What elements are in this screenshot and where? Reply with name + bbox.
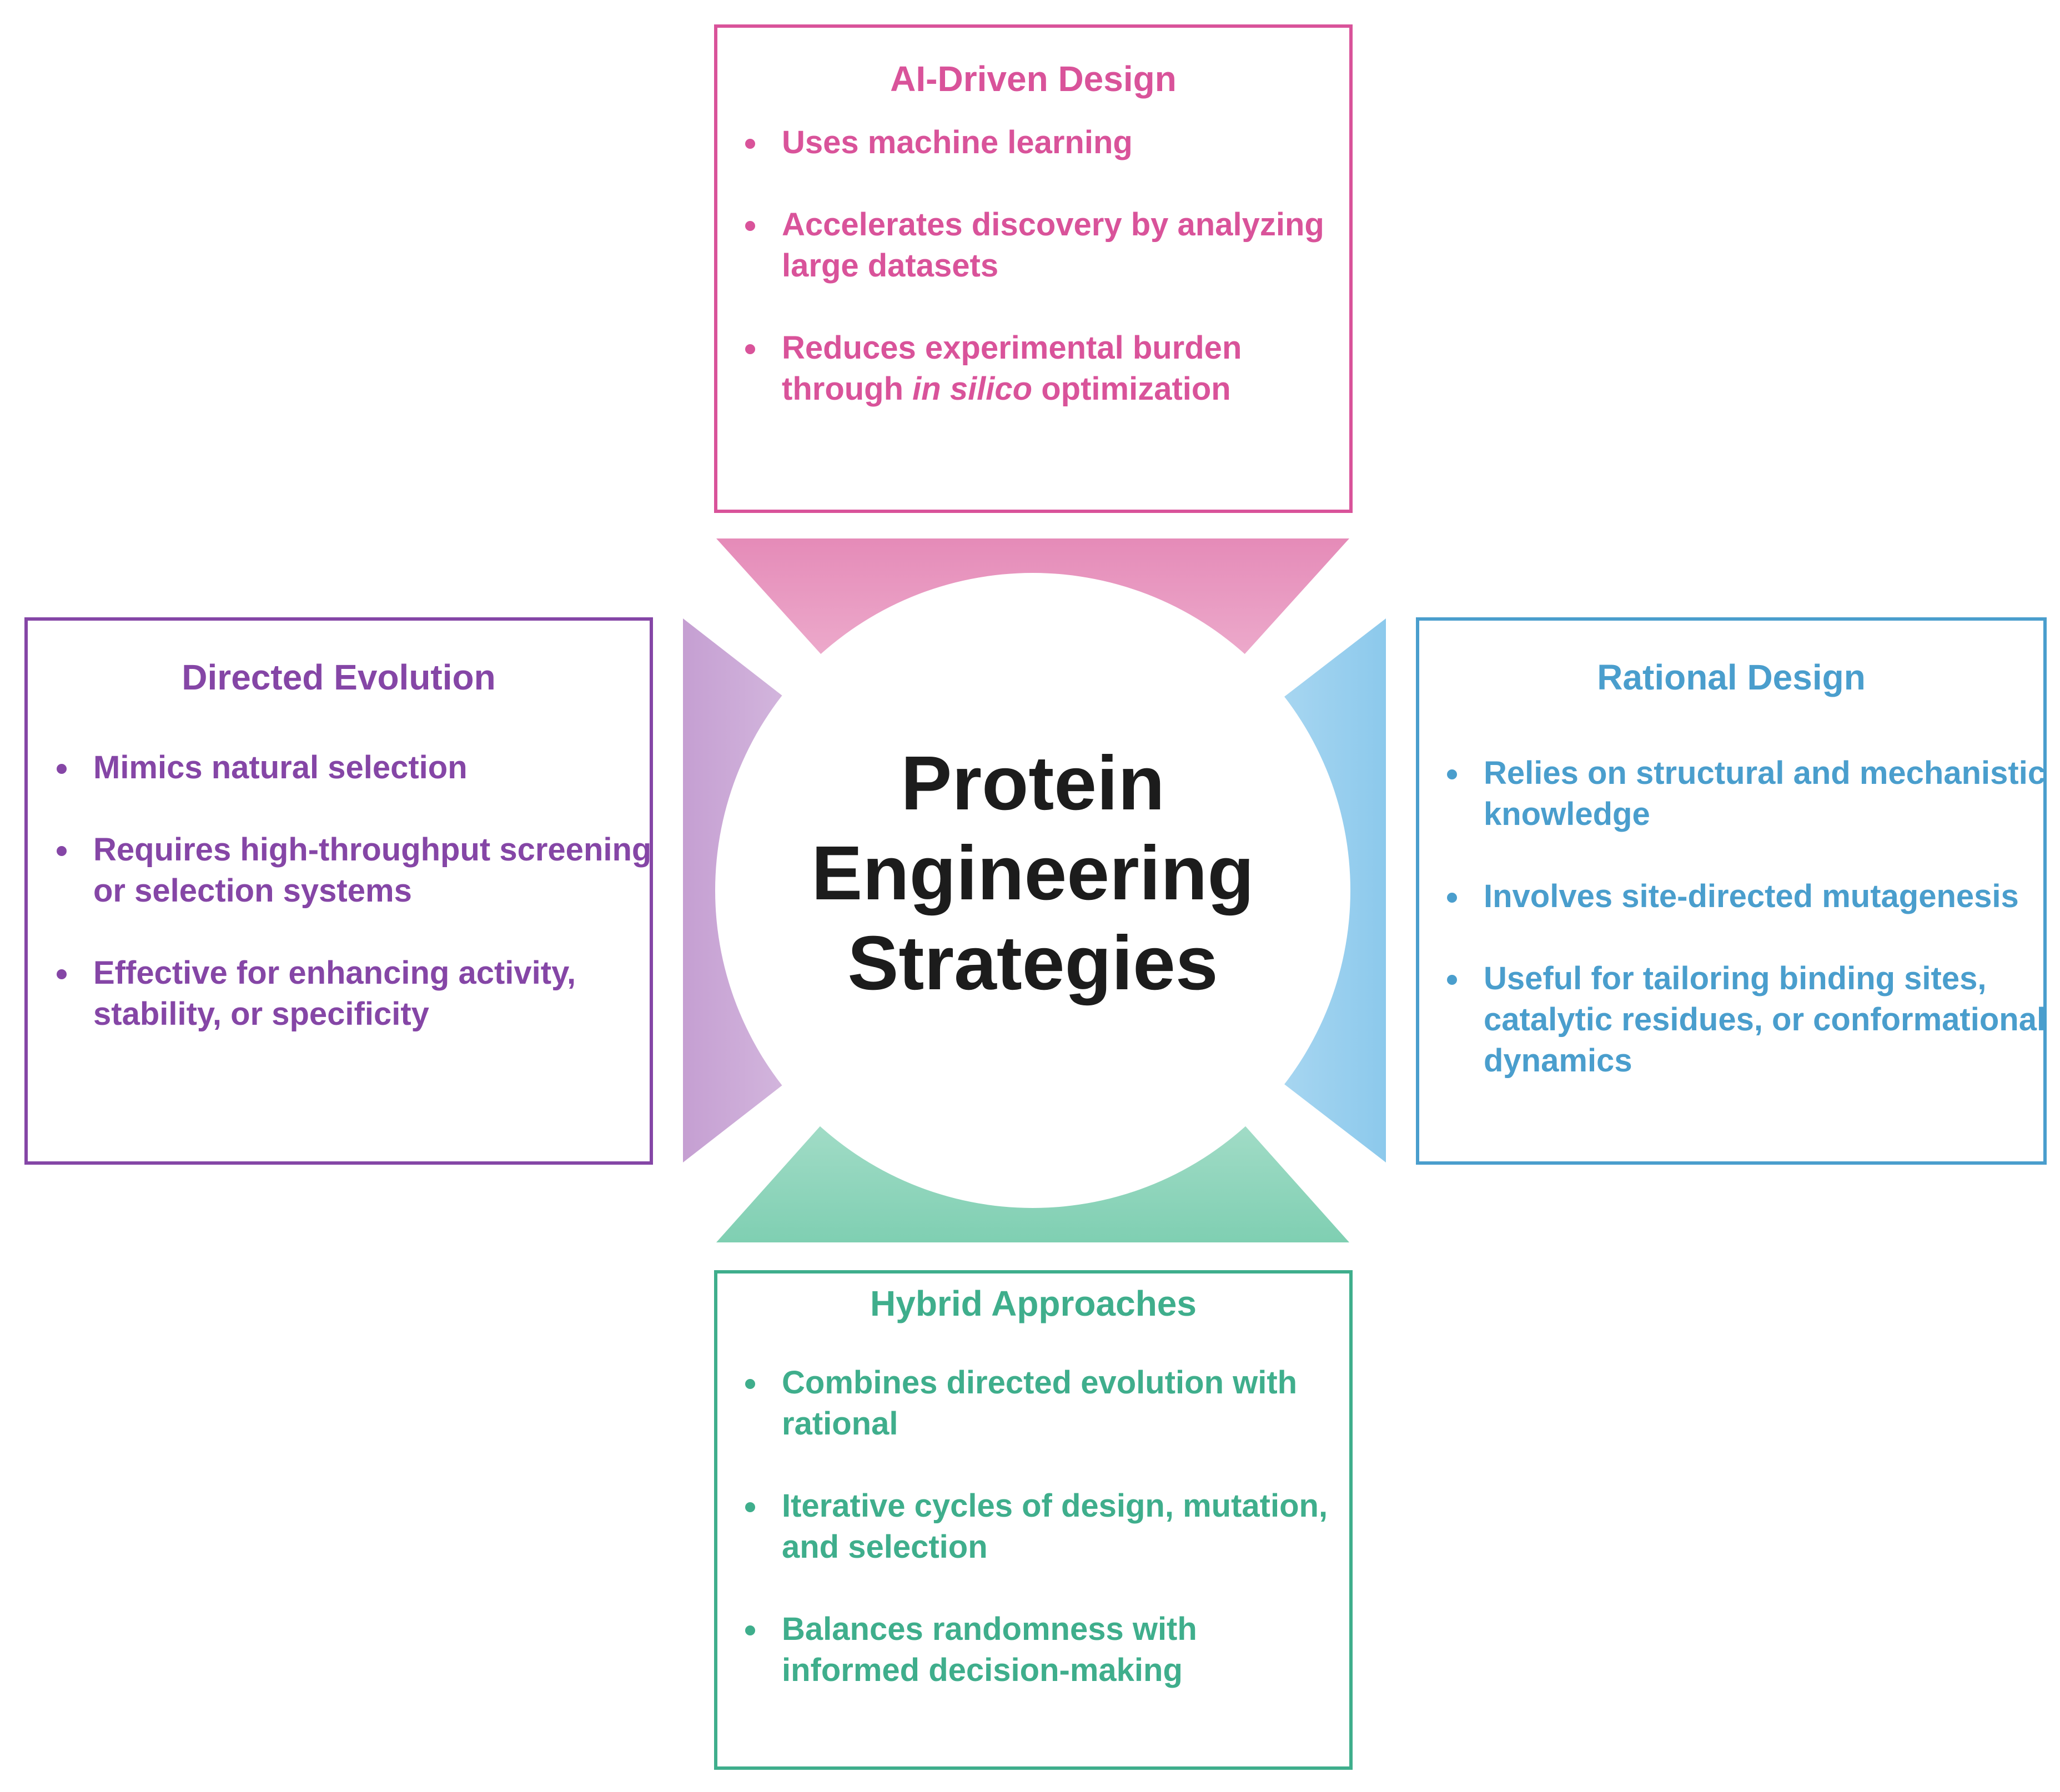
list-item: Uses machine learning [745,122,1334,163]
hybrid-approaches-title: Hybrid Approaches [870,1283,1197,1323]
directed-evolution-box: Directed Evolution Mimics natural select… [24,617,653,1165]
rational-design-list: Relies on structural and mechanistic kno… [1447,753,2047,1122]
center-circle [715,573,1350,1208]
ai-driven-design-list: Uses machine learning Accelerates discov… [745,122,1334,451]
list-item: Combines directed evolution with rationa… [745,1362,1334,1444]
bullet-icon [745,1625,755,1635]
bullet-icon [745,344,755,354]
center-title-line-2: Engineering [811,830,1254,916]
bullet-icon [745,1502,755,1512]
list-item: Iterative cycles of design, mutation, an… [745,1486,1334,1568]
rational-design-title: Rational Design [1597,657,1866,697]
list-item: Reduces experimental burden through in s… [745,328,1334,410]
bullet-icon [1447,975,1457,985]
bullet-icon [57,764,67,774]
list-item: Useful for tailoring binding sites, cata… [1447,958,2047,1081]
rational-design-box: Rational Design Relies on structural and… [1416,617,2047,1165]
center-title: Protein Engineering Strategies [716,738,1349,1008]
bullet-icon [57,846,67,856]
bullet-icon [745,221,755,231]
list-item: Involves site-directed mutagenesis [1447,876,2047,917]
list-item: Mimics natural selection [57,747,656,788]
list-item: Accelerates discovery by analyzing large… [745,204,1334,286]
center-title-line-3: Strategies [847,920,1218,1006]
bullet-icon [745,1379,755,1389]
hybrid-approaches-box: Hybrid Approaches Combines directed evol… [714,1270,1353,1770]
list-item: Balances randomness with informed decisi… [745,1609,1334,1691]
directed-evolution-list: Mimics natural selection Requires high-t… [57,747,656,1076]
bullet-icon [57,969,67,979]
bullet-icon [1447,893,1457,903]
list-item: Relies on structural and mechanistic kno… [1447,753,2047,835]
list-item: Effective for enhancing activity, stabil… [57,953,656,1035]
bullet-icon [745,139,755,149]
italic-term: in silico [912,371,1033,407]
center-title-line-1: Protein [901,741,1165,826]
hybrid-approaches-list: Combines directed evolution with rationa… [745,1362,1334,1732]
directed-evolution-title: Directed Evolution [182,657,496,697]
ai-driven-design-title: AI-Driven Design [890,59,1177,99]
bullet-icon [1447,769,1457,779]
ai-driven-design-box: AI-Driven Design Uses machine learning A… [714,24,1353,513]
list-item: Requires high-throughput screening or se… [57,829,656,912]
